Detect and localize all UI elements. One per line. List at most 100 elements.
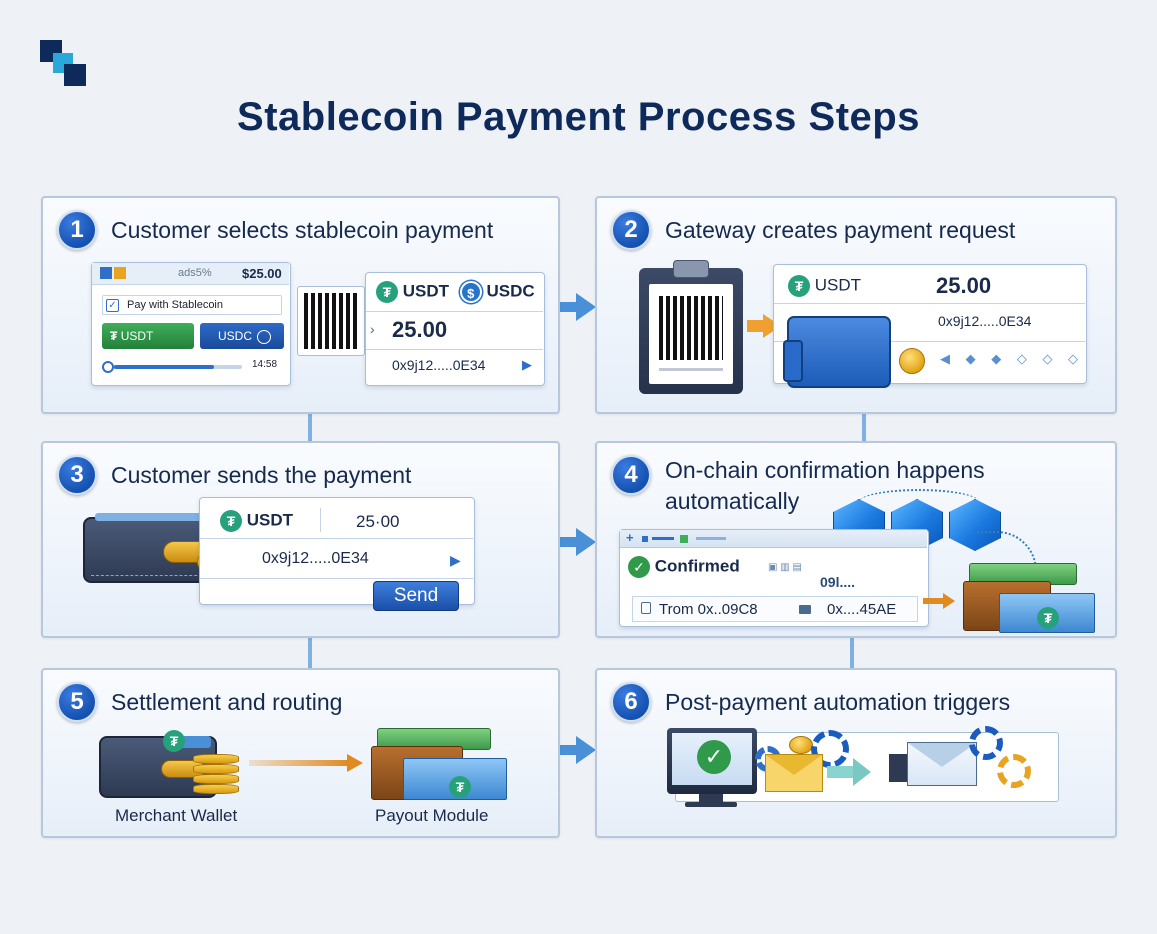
tether-icon: ₮ bbox=[1037, 607, 1059, 629]
step-5-panel: 5 Settlement and routing ₮ ₮ Merchant Wa… bbox=[41, 668, 560, 838]
connector bbox=[850, 638, 854, 668]
coin-usdt: USDT bbox=[402, 281, 450, 301]
usdt-button[interactable]: ₮ USDT bbox=[102, 323, 194, 349]
usdc-icon bbox=[257, 329, 272, 344]
send-button[interactable]: Send bbox=[373, 581, 459, 611]
step-number: 6 bbox=[611, 682, 651, 722]
check-circle-icon: ✓ bbox=[628, 556, 650, 578]
toolbar-icon bbox=[652, 537, 674, 540]
stablecoin-checkbox[interactable]: ✓ Pay with Stablecoin bbox=[102, 295, 282, 315]
toolbar-icon bbox=[680, 535, 688, 543]
toolbar-icon bbox=[642, 536, 648, 542]
step-3-panel: 3 Customer sends the payment ₮ USDT 25·0… bbox=[41, 441, 560, 638]
usdc-button[interactable]: USDC bbox=[200, 323, 284, 349]
wallet-icon bbox=[783, 316, 891, 388]
tether-icon: ₮ bbox=[788, 275, 810, 297]
tether-icon: ₮ bbox=[110, 329, 118, 343]
step-title: Gateway creates payment request bbox=[665, 216, 1016, 243]
payout-module-label: Payout Module bbox=[375, 806, 489, 825]
tether-icon: ₮ bbox=[220, 510, 242, 532]
usdt-label: USDT bbox=[120, 329, 154, 343]
coin-stack-icon bbox=[193, 754, 239, 764]
coin-icon bbox=[899, 348, 925, 374]
page-title: Stablecoin Payment Process Steps bbox=[237, 95, 920, 139]
gear-icon bbox=[811, 730, 849, 768]
app-icon bbox=[114, 267, 126, 279]
from-address: Trom 0x..09C8 bbox=[659, 601, 758, 618]
step-1-panel: 1 Customer selects stablecoin payment ad… bbox=[41, 196, 560, 414]
tx-hash: 09l.... bbox=[820, 574, 856, 590]
step-number: 3 bbox=[57, 455, 97, 495]
checkbox-label: Pay with Stablecoin bbox=[127, 299, 223, 311]
usdc-icon: $ bbox=[459, 281, 482, 303]
connector bbox=[862, 414, 866, 442]
step-4-panel: 4 On-chain confirmation happens automati… bbox=[595, 441, 1117, 638]
gear-icon bbox=[969, 726, 1003, 760]
invoice-amount: 25.00 bbox=[392, 317, 448, 342]
top-percent: ads5% bbox=[178, 267, 212, 279]
monitor-stand bbox=[699, 794, 723, 804]
envelope-icon bbox=[765, 754, 823, 792]
request-coin: USDT bbox=[814, 275, 862, 295]
card-icon bbox=[799, 605, 811, 614]
send-address: 0x9j12.....0E34 bbox=[262, 550, 369, 567]
confirm-status: Confirmed bbox=[654, 556, 740, 576]
step-number: 5 bbox=[57, 682, 97, 722]
merchant-wallet-label: Merchant Wallet bbox=[115, 806, 238, 825]
slider-handle[interactable] bbox=[102, 361, 114, 373]
check-icon: ✓ bbox=[106, 299, 119, 312]
qr-code bbox=[659, 296, 723, 360]
envelope-tab bbox=[889, 754, 909, 782]
to-address: 0x....45AE bbox=[827, 601, 897, 618]
request-address: 0x9j12.....0E34 bbox=[938, 313, 1032, 329]
tether-icon: ₮ bbox=[376, 281, 398, 303]
progress-diamonds: ◀ ◆ ◆ ◇ ◇ ◇ bbox=[940, 351, 1085, 366]
checkout-card: ads5% $25.00 ✓ Pay with Stablecoin ₮ USD… bbox=[91, 262, 291, 386]
coin-usdc: USDC bbox=[486, 281, 535, 301]
step-title: On-chain confirmation happens bbox=[665, 457, 985, 483]
confirm-window: + ✓ Confirmed ▣ ▥ ▤ 09l.... Trom 0x..09C… bbox=[619, 529, 929, 627]
connector bbox=[308, 638, 312, 668]
toolbar-icon bbox=[696, 537, 726, 540]
envelope-icon bbox=[907, 742, 977, 786]
coin-stack-icon bbox=[193, 784, 239, 794]
step-number: 2 bbox=[611, 210, 651, 250]
monitor-base bbox=[685, 802, 737, 807]
step-title: Customer sends the payment bbox=[111, 461, 412, 488]
gear-icon bbox=[997, 754, 1031, 788]
slider-value: 14:58 bbox=[252, 359, 278, 370]
step-2-panel: 2 Gateway creates payment request ₮ USDT… bbox=[595, 196, 1117, 414]
step-number: 1 bbox=[57, 210, 97, 250]
coin-icon bbox=[789, 736, 813, 754]
tether-icon: ₮ bbox=[449, 776, 471, 798]
monitor-icon: ✓ bbox=[667, 728, 757, 794]
coin-stack-icon bbox=[193, 764, 239, 774]
lock-icon bbox=[641, 602, 651, 614]
connector bbox=[308, 414, 312, 442]
step-6-panel: 6 Post-payment automation triggers ✓ bbox=[595, 668, 1117, 838]
small-icons: ▣ ▥ ▤ bbox=[768, 562, 802, 573]
chevron-right-icon: › bbox=[370, 321, 375, 337]
send-amount: 25·00 bbox=[356, 512, 400, 531]
clipboard-icon bbox=[639, 260, 743, 394]
send-coin: USDT bbox=[246, 510, 294, 530]
wallet-address: 0x9j12.....0E34 bbox=[392, 357, 486, 373]
play-icon: ▶ bbox=[522, 357, 532, 372]
step-title-line2: automatically bbox=[665, 488, 800, 514]
check-circle-icon: ✓ bbox=[697, 740, 731, 774]
qr-code bbox=[297, 286, 365, 356]
plus-icon: + bbox=[626, 530, 634, 545]
app-icon bbox=[100, 267, 112, 279]
step-title: Customer selects stablecoin payment bbox=[111, 216, 494, 243]
step-number: 4 bbox=[611, 455, 651, 495]
usdc-label: USDC bbox=[218, 329, 253, 343]
play-icon: ▶ bbox=[450, 552, 461, 568]
coin-stack-icon bbox=[193, 774, 239, 784]
step-title: Post-payment automation triggers bbox=[665, 688, 1011, 715]
step-title: Settlement and routing bbox=[111, 688, 343, 715]
slider[interactable] bbox=[102, 361, 242, 373]
brand-logo bbox=[40, 40, 88, 86]
request-amount: 25.00 bbox=[936, 273, 992, 298]
checkout-amount: $25.00 bbox=[242, 266, 282, 281]
invoice-card: ₮ USDT $ USDC › 25.00 0x9j12.....0E34 ▶ bbox=[365, 272, 545, 386]
